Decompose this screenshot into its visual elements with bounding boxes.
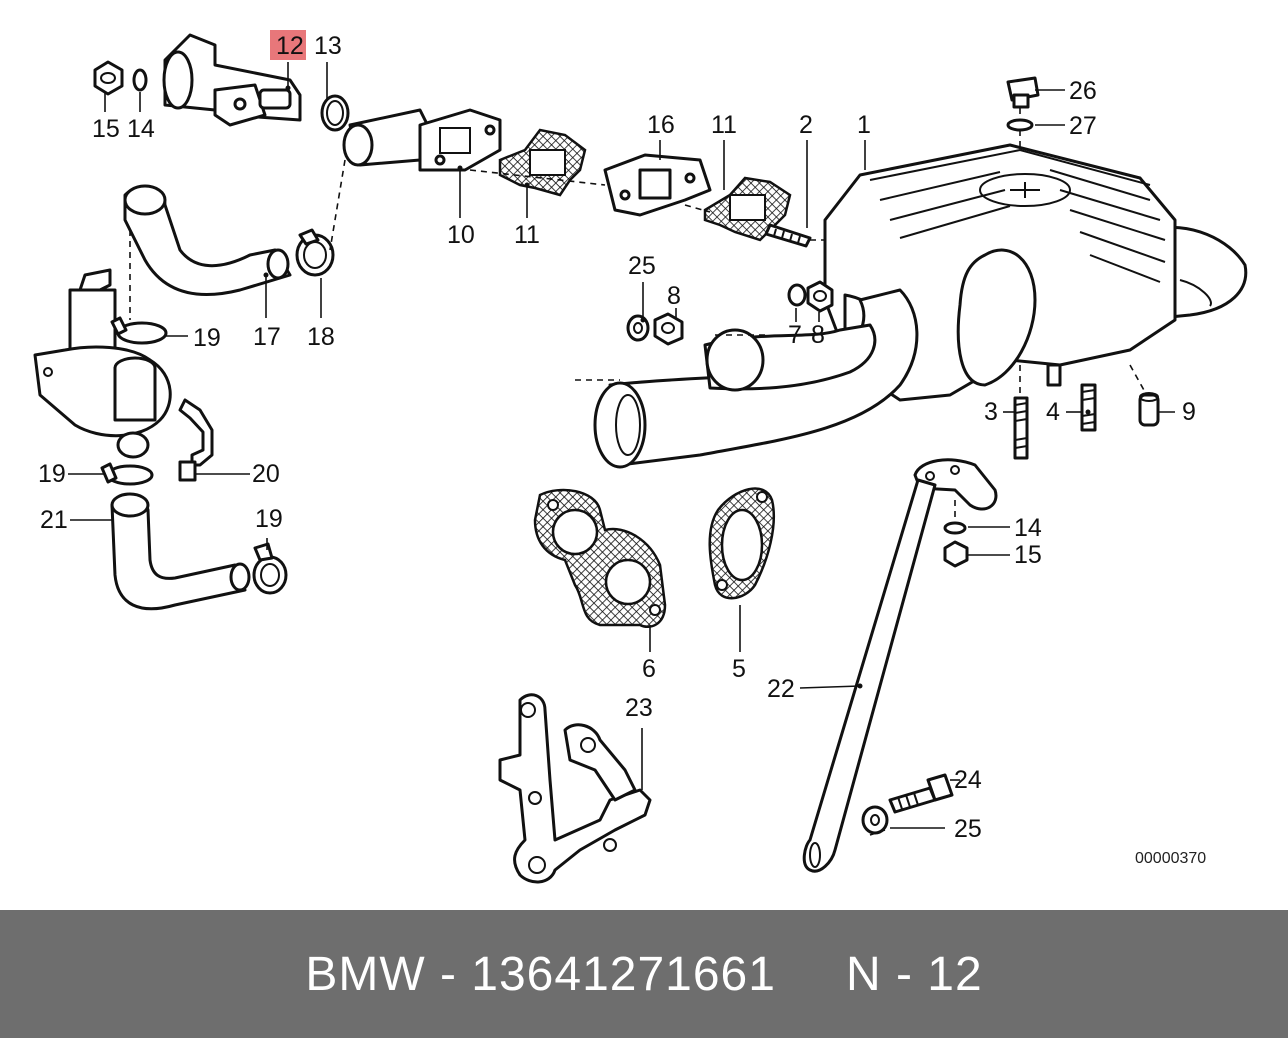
bolt-part-26 [1006,76,1040,109]
hanger-bracket-part [913,458,998,511]
callout-label: 7 [788,321,802,349]
exploded-parts-diagram: 12 13 15 14 16 11 2 1 26 27 10 11 25 8 7… [33,30,1248,884]
assembly-lines [129,108,1146,836]
callout-label: 22 [767,675,795,703]
callout-label: 15 [1014,541,1042,569]
callout-label: 25 [628,252,656,280]
bolt-part-24 [888,773,954,814]
callout-labels: 12 13 15 14 16 11 2 1 26 27 10 11 25 8 7… [38,32,1206,867]
callout-label: 17 [253,323,281,351]
clamp-part-19a [110,316,168,345]
bracket-part-23 [498,693,652,884]
callout-label: 27 [1069,112,1097,140]
nut-part-8b [806,280,834,313]
pipe-flange-part-10 [342,108,502,172]
air-pipe-part-12 [162,33,350,132]
washer-part-25b [861,805,889,835]
callout-label: 19 [38,460,66,488]
callout-label: 2 [799,111,813,139]
part-number-footer: BMW - 13641271661 N - 12 [0,910,1288,1038]
stud-part-4 [1080,383,1097,432]
nut-part-15b [943,540,969,568]
hose-part-17 [123,184,292,297]
callout-label: 8 [667,282,681,310]
callout-label: 20 [252,460,280,488]
washer-part-27 [1006,118,1034,132]
sleeve-part-9 [1138,392,1160,427]
callout-label: 5 [732,655,746,683]
stud-part-2 [764,223,812,248]
callout-label: 1 [857,111,871,139]
callout-label: 12 [276,32,304,60]
exhaust-pipe-part [575,288,919,469]
clamp-part-19b [100,462,154,486]
callout-label: 9 [1182,398,1196,426]
clamp-part-18 [295,228,335,277]
callout-label: 4 [1046,398,1060,426]
washer-part-7 [787,283,807,307]
callout-label: 10 [447,221,475,249]
callout-label: 13 [314,32,342,60]
callout-label: 14 [1014,514,1042,542]
nut-part-8a [653,312,684,346]
flange-part-16 [603,153,712,217]
callout-label: 11 [514,221,540,249]
callout-label: 8 [811,321,825,349]
hose-part-21 [110,492,251,611]
nut-part-15 [93,60,124,96]
callout-label: 16 [647,111,675,139]
callout-label: 26 [1069,77,1097,105]
washer-part-14 [132,68,148,92]
leader-lines [68,62,1175,829]
drawing-code: 00000370 [1135,850,1206,867]
callout-label: 23 [625,694,653,722]
page-reference: N - 12 [845,947,983,1001]
bracket-part-20 [178,398,214,482]
highlight-marker [270,30,306,60]
callout-label: 25 [954,815,982,843]
gasket-part-5 [708,487,776,600]
callout-label: 15 [92,115,120,143]
callout-label: 24 [954,766,982,794]
callout-label: 21 [40,506,68,534]
callout-label: 3 [984,398,998,426]
gasket-part-6 [533,488,667,629]
washer-part-14b [943,521,967,535]
clamp-part-19c [252,542,288,595]
support-strut-part-22 [802,478,937,873]
air-valve-part [33,268,172,459]
callout-label: 14 [127,115,155,143]
stud-part-3 [1013,396,1029,460]
callout-label: 11 [711,111,737,139]
callout-label: 19 [193,324,221,352]
brand-part-number: BMW - 13641271661 [305,947,776,1001]
gasket-part-11a [498,128,587,197]
callout-label: 6 [642,655,656,683]
callout-label: 19 [255,505,283,533]
callout-label: 18 [307,323,335,351]
